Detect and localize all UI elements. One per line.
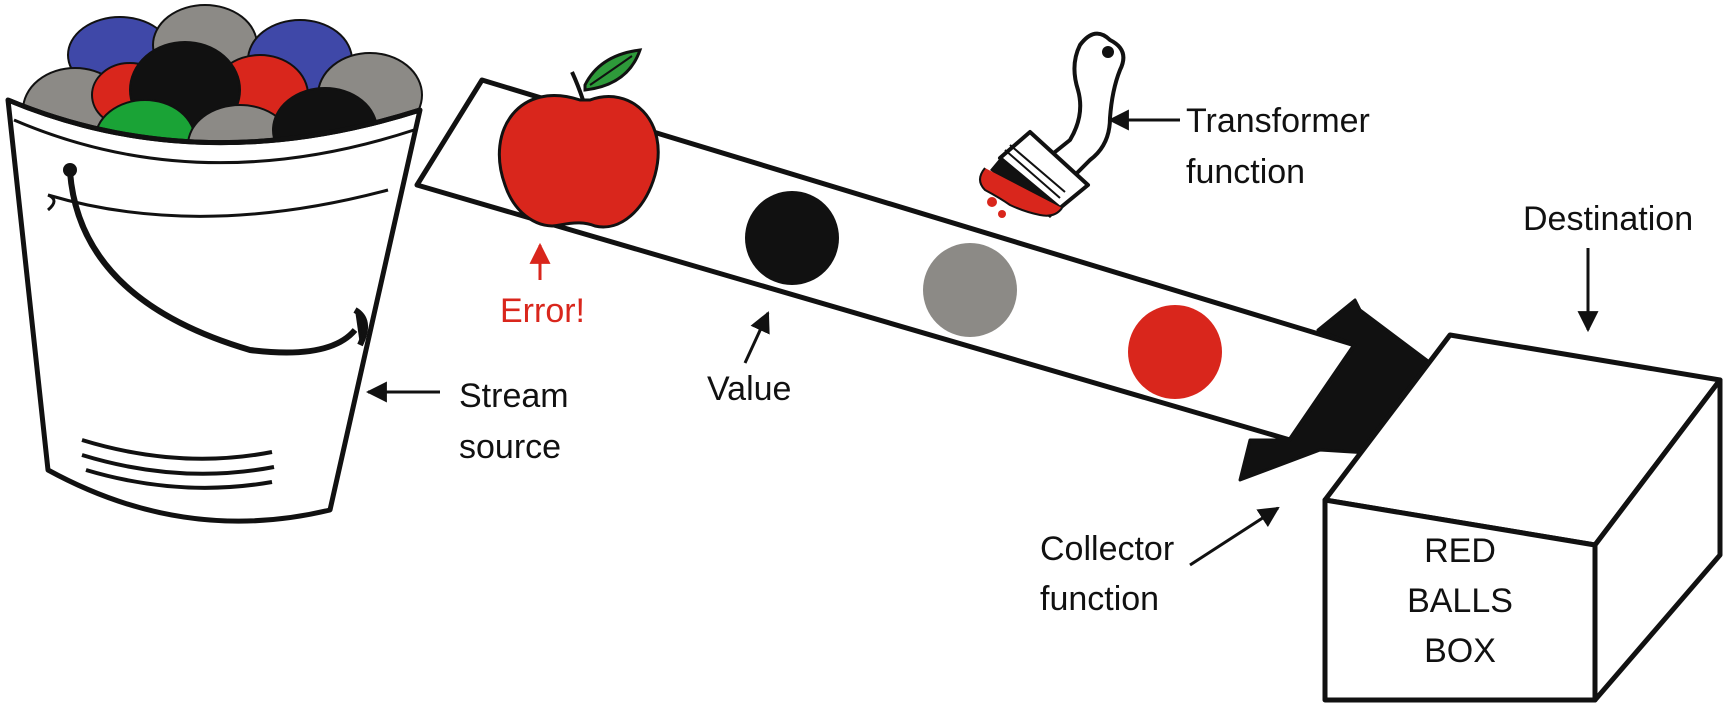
- black-ball: [745, 191, 839, 285]
- value-label: Value: [707, 370, 791, 408]
- box-label-line-3: BOX: [1424, 632, 1496, 670]
- stream-source-label-line-1: Stream: [459, 377, 569, 415]
- destination-box: RED BALLS BOX: [1322, 332, 1723, 703]
- box-label-line-1: RED: [1424, 532, 1496, 570]
- transformer-label-line-2: function: [1186, 153, 1305, 191]
- box-label-line-2: BALLS: [1407, 582, 1513, 620]
- paintbrush-icon: [979, 31, 1126, 218]
- collector-label-line-1: Collector: [1040, 530, 1174, 568]
- gray-ball: [923, 243, 1017, 337]
- value-arrow: [743, 311, 770, 364]
- destination-label: Destination: [1523, 200, 1693, 238]
- apple-icon: [497, 48, 660, 229]
- red-ball: [1128, 305, 1222, 399]
- bucket-icon: [5, 4, 423, 524]
- error-label: Error!: [500, 292, 585, 330]
- transformer-label-line-1: Transformer: [1186, 102, 1370, 140]
- collector-arrow: [1189, 506, 1280, 567]
- stream-source-label-line-2: source: [459, 428, 561, 466]
- collector-label-line-2: function: [1040, 580, 1159, 618]
